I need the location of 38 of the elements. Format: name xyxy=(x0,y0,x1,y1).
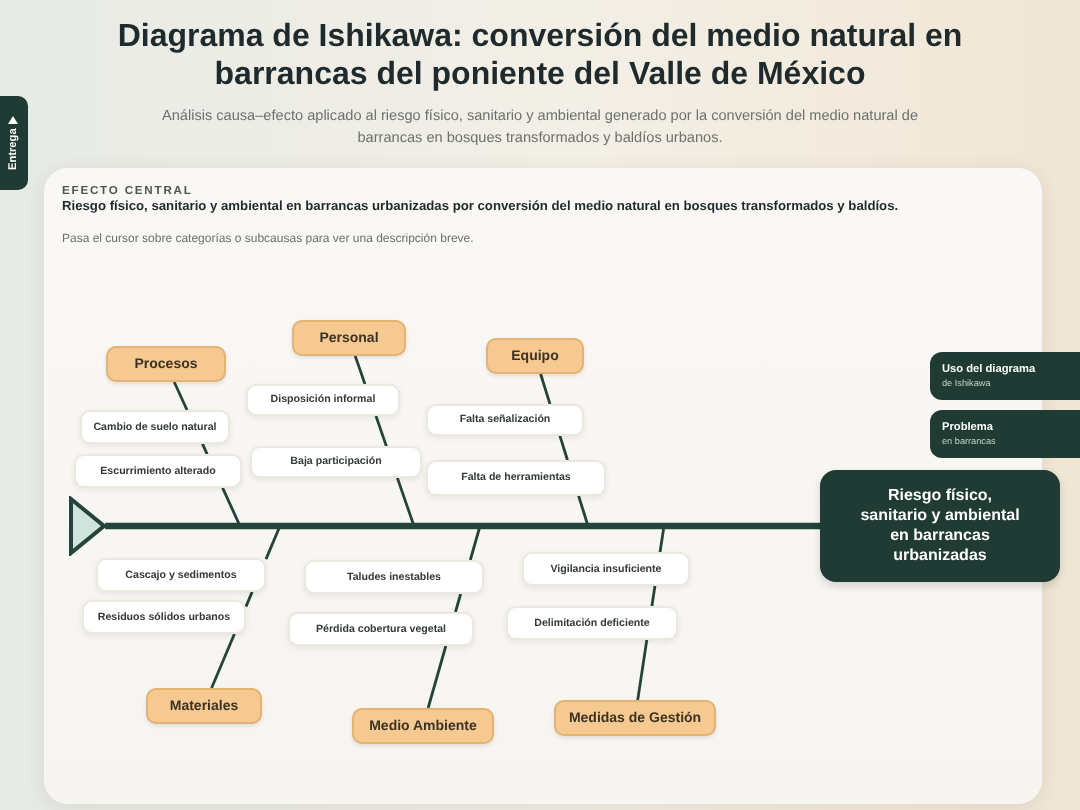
category-box xyxy=(292,320,406,356)
subcause-box xyxy=(426,460,606,496)
category-bone xyxy=(172,381,189,411)
effect-label: Riesgo físico, sanitario y ambiental en barrancas urbanizadas xyxy=(858,486,1022,566)
page-title: Diagrama de Ishikawa: conversión del medio natural en barrancas del poniente del Valle de México xyxy=(115,20,965,94)
subcause-box xyxy=(74,454,242,488)
fishbone-spine xyxy=(105,522,820,530)
category-box xyxy=(106,346,226,382)
category-box xyxy=(486,338,584,374)
bone-line xyxy=(374,415,388,447)
category-bone xyxy=(539,373,552,405)
subcause-box xyxy=(250,446,422,478)
category-box xyxy=(352,708,494,744)
category-box xyxy=(554,700,716,736)
subcause-box xyxy=(522,552,690,586)
subcause-box xyxy=(82,600,246,634)
category-box xyxy=(146,688,262,724)
side-panel-tab xyxy=(930,410,1080,458)
subcause-box xyxy=(246,384,400,416)
subcause-box xyxy=(80,410,230,444)
bone-line xyxy=(658,524,821,553)
subcause-box xyxy=(304,560,484,594)
side-panel-tab xyxy=(930,352,1080,400)
category-bone xyxy=(210,633,236,689)
bone-line xyxy=(201,443,209,455)
tail-triangle xyxy=(68,496,106,556)
category-bone xyxy=(426,645,448,709)
subcause-box xyxy=(506,606,678,640)
bone-line xyxy=(244,591,254,608)
subcause-box xyxy=(288,612,474,646)
subcause-box xyxy=(426,404,584,436)
category-bone xyxy=(353,355,367,385)
effect-box xyxy=(820,470,1060,582)
subcause-box xyxy=(96,558,266,592)
bone-line xyxy=(558,435,569,461)
bone-line xyxy=(650,585,657,607)
category-bone xyxy=(636,639,649,701)
bone-line xyxy=(454,593,462,613)
